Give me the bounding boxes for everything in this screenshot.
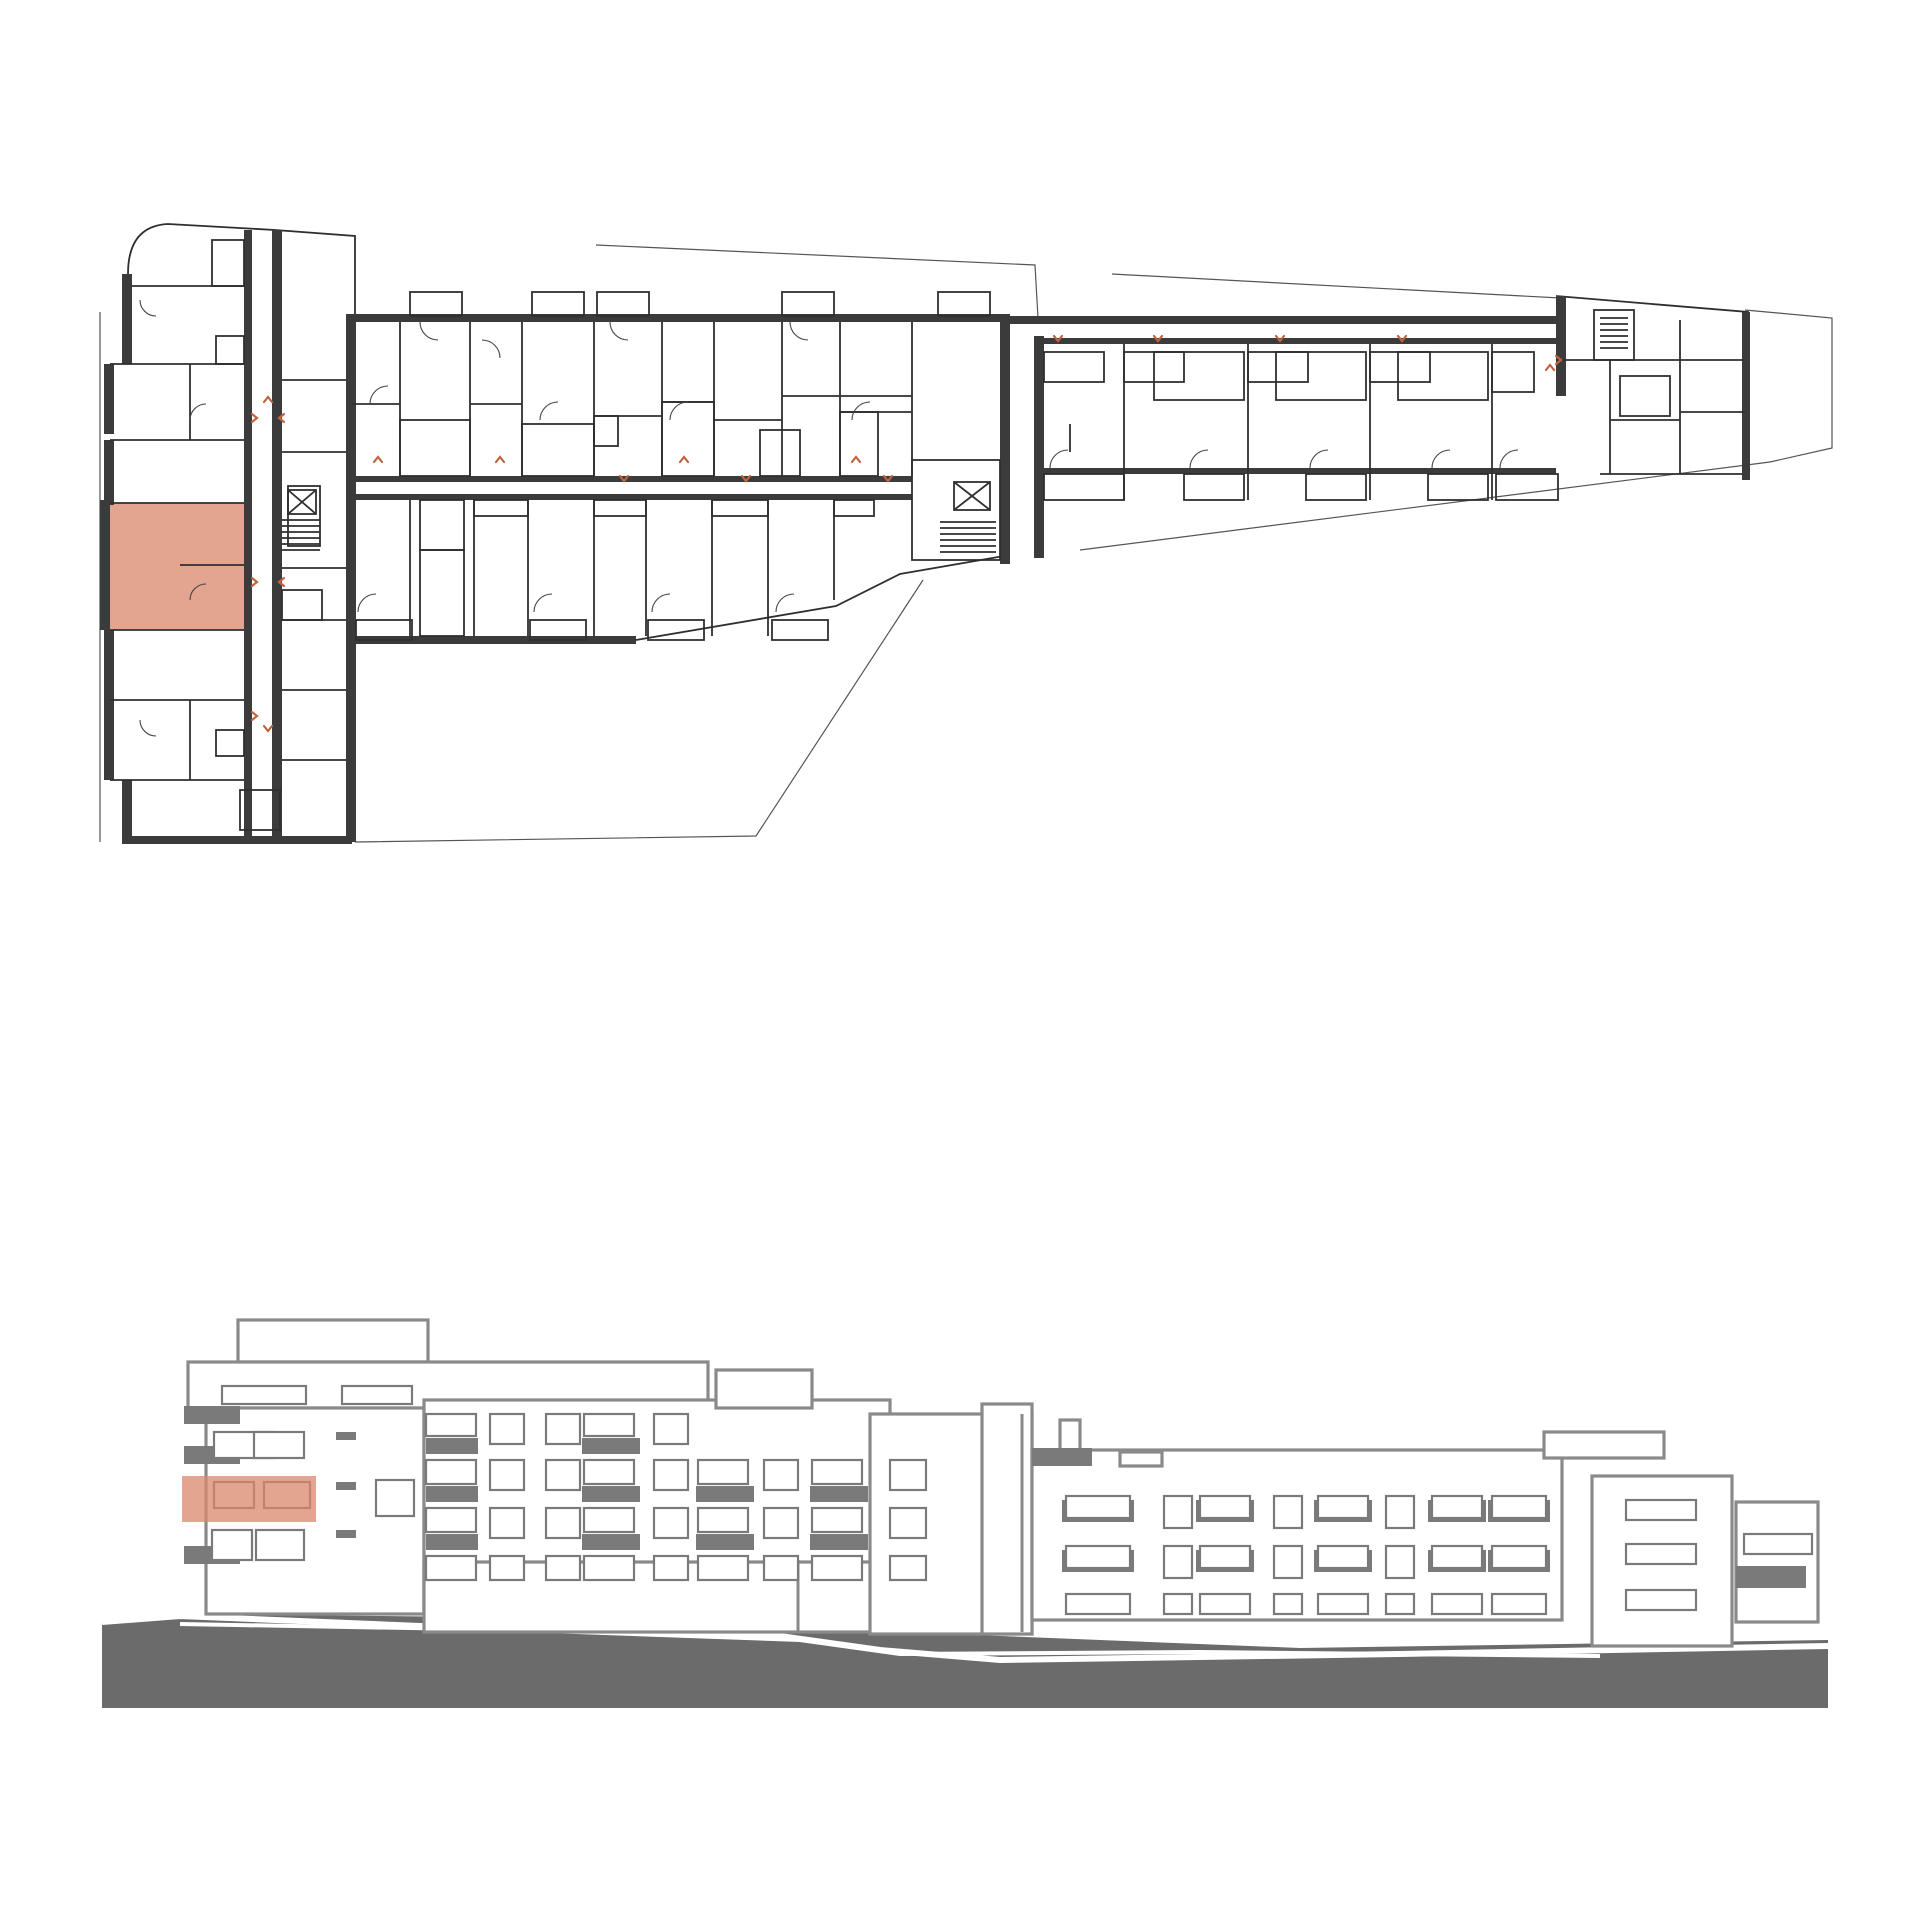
highlighted-apartment[interactable] bbox=[100, 503, 248, 630]
west-wing bbox=[100, 223, 356, 844]
east-wing bbox=[1006, 295, 1750, 558]
entry-markers bbox=[250, 334, 1563, 733]
stair-west bbox=[282, 519, 320, 551]
highlighted-apartment-elevation[interactable] bbox=[182, 1476, 316, 1522]
elevation-east-block bbox=[1030, 1418, 1820, 1648]
central-wing bbox=[346, 291, 1010, 644]
elevation bbox=[101, 1318, 1829, 1708]
elevation-east-facade bbox=[1062, 1494, 1814, 1616]
stair-east bbox=[1600, 317, 1628, 349]
door-swings bbox=[139, 299, 1519, 737]
elevation-west-block bbox=[184, 1318, 1034, 1636]
site-boundary bbox=[99, 244, 1833, 843]
floor-plan bbox=[99, 223, 1833, 844]
stair-central bbox=[940, 521, 996, 553]
ground bbox=[102, 1614, 1828, 1708]
elevation-central-facade bbox=[424, 1412, 928, 1582]
